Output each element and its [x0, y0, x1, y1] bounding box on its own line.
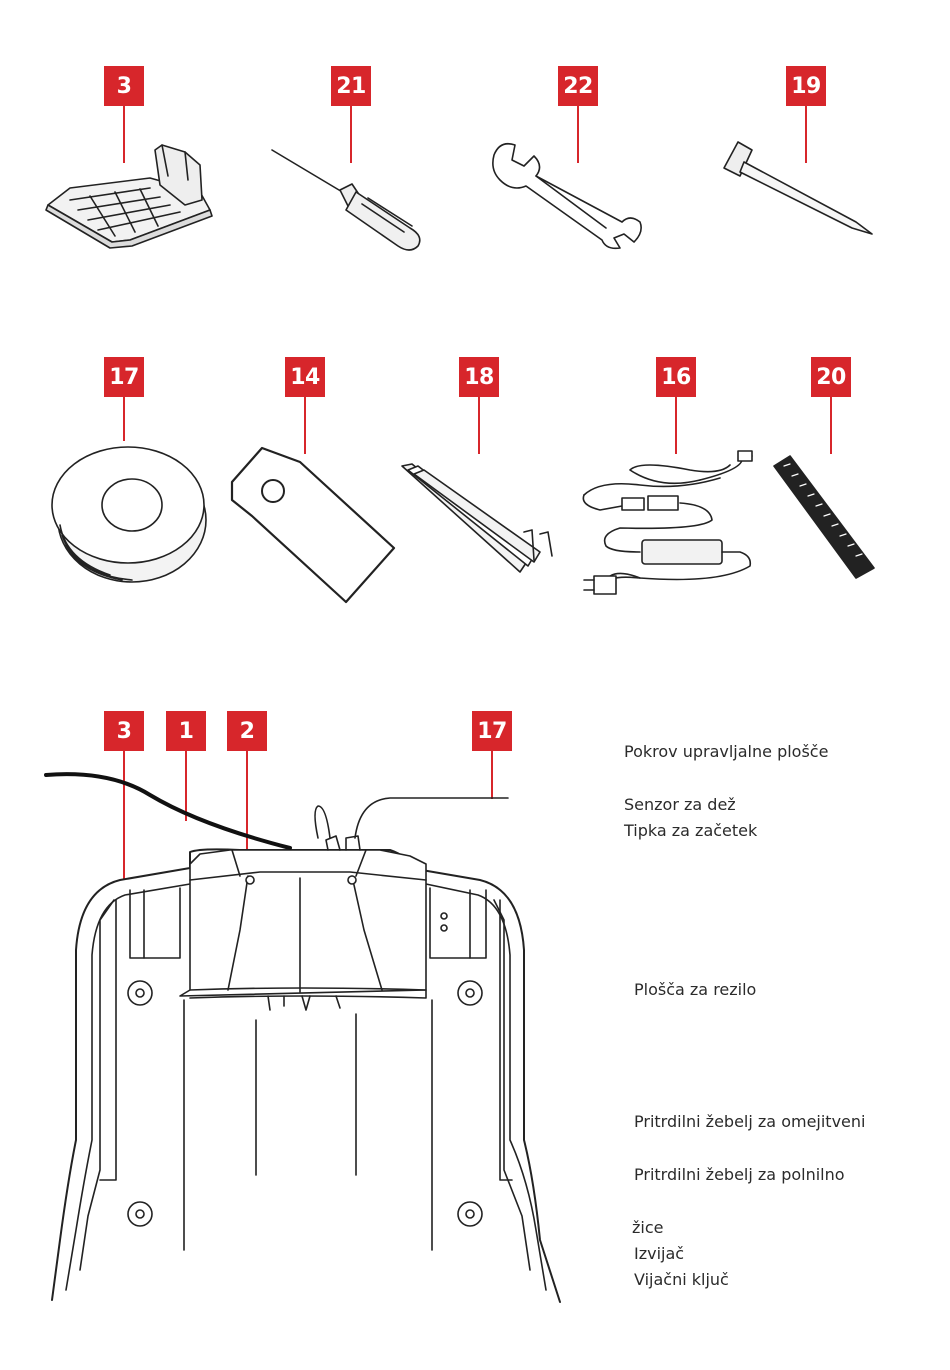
power-adapter-illustration: [583, 451, 752, 594]
boundary-pegs-illustration: [402, 464, 552, 572]
charging-station-illustration: [46, 145, 212, 248]
ruler-illustration: [774, 456, 874, 578]
blade-illustration: [232, 448, 394, 602]
assembly-illustration: [52, 798, 560, 1302]
screwdriver-illustration: [272, 150, 420, 250]
peg-illustration: [724, 142, 872, 234]
wire-spool-illustration: [52, 447, 206, 582]
wrench-illustration: [493, 144, 641, 249]
boundary-wire: [46, 774, 290, 848]
